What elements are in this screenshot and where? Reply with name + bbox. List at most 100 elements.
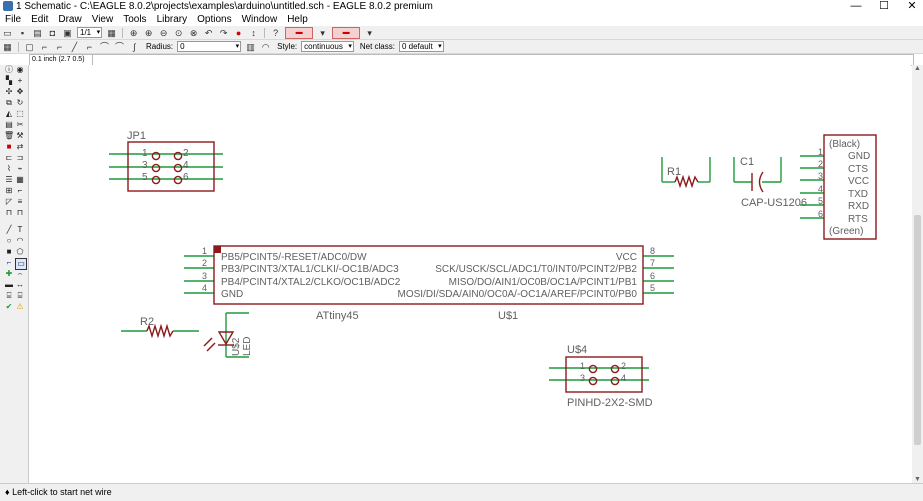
open-icon[interactable]: ▭ [3, 27, 12, 38]
optimize-icon[interactable]: ≡ [17, 197, 23, 206]
design-link-icon[interactable]: ▬ [285, 26, 314, 39]
help-icon[interactable]: ? [273, 27, 279, 38]
maximize-button[interactable]: ☐ [879, 0, 889, 12]
r2-component[interactable] [121, 323, 199, 339]
label-icon[interactable]: ⌢ [17, 269, 23, 278]
move-icon[interactable]: ✣ [5, 87, 13, 96]
netclass-select[interactable]: 0 default [398, 41, 444, 52]
schematic-canvas[interactable]: JP1 1 2 3 4 5 6 R1 C1 CAP-US1206 (Black)… [29, 65, 911, 483]
polygon-icon[interactable]: ⬠ [16, 247, 24, 256]
menu-help[interactable]: Help [287, 14, 308, 25]
smash-icon[interactable]: ⊞ [5, 186, 13, 195]
bus-icon[interactable]: ⌐ [6, 258, 12, 267]
name-icon[interactable]: ⌁ [17, 164, 23, 173]
menu-library[interactable]: Library [156, 14, 188, 25]
paste-icon[interactable]: ▤ [5, 120, 13, 129]
ftdi-component[interactable] [800, 134, 877, 240]
arc-icon[interactable]: ◠ [261, 41, 270, 52]
miter-icon[interactable]: ▥ [246, 41, 255, 52]
replace-icon[interactable]: ⇄ [16, 142, 24, 151]
circle-icon[interactable]: ○ [6, 236, 12, 245]
info-icon[interactable]: ⓘ [5, 65, 13, 74]
grid-icon[interactable]: ▦ [3, 41, 12, 52]
scroll-up-icon[interactable]: ▲ [914, 65, 921, 72]
erc-icon[interactable]: ⊓ [16, 208, 24, 217]
u4-component[interactable] [549, 356, 649, 393]
style-select[interactable]: continuous [301, 41, 354, 52]
board-icon[interactable]: ▣ [63, 27, 72, 38]
zoom-redraw-icon[interactable]: ⊙ [174, 27, 183, 38]
attiny45-component[interactable] [184, 245, 674, 305]
copy-icon[interactable]: ⧉ [6, 98, 12, 107]
print-icon[interactable]: ▤ [33, 27, 42, 38]
pin-swap-icon[interactable]: ⊐ [16, 153, 24, 162]
zoom-fit-icon[interactable]: ⊕ [129, 27, 138, 38]
arc-tool-icon[interactable]: ◠ [16, 236, 24, 245]
display-icon[interactable]: ▚ [5, 76, 13, 85]
rect-icon[interactable]: ■ [6, 247, 12, 256]
bend-5-icon[interactable]: ⌒ [99, 41, 109, 52]
dimension-icon[interactable]: ↔ [16, 280, 24, 289]
split-icon[interactable]: ⌇ [7, 164, 11, 173]
vertical-scrollbar[interactable]: ▲ ▼ [912, 65, 923, 483]
menu-draw[interactable]: Draw [58, 14, 82, 25]
bend-2-icon[interactable]: ⌐ [56, 41, 63, 52]
junction-icon[interactable]: ✚ [5, 269, 13, 278]
delete-icon[interactable]: 🗑 [4, 131, 15, 140]
scroll-thumb[interactable] [914, 215, 921, 445]
attribute-icon[interactable]: ▬ [5, 280, 13, 289]
text-icon[interactable]: T [17, 225, 23, 234]
invoke-icon[interactable]: ☰ [5, 175, 13, 184]
gate-swap-icon[interactable]: ⊏ [5, 153, 13, 162]
menu-options[interactable]: Options [197, 14, 232, 25]
bend-7-icon[interactable]: ∫ [133, 41, 136, 52]
script-icon[interactable]: ▦ [107, 27, 116, 38]
fusion-icon[interactable]: ▬ [332, 26, 361, 39]
add-icon[interactable]: ■ [6, 142, 12, 151]
cut-icon[interactable]: ✂ [16, 120, 24, 129]
menu-edit[interactable]: Edit [31, 14, 49, 25]
change-icon[interactable]: ⌐ [17, 186, 23, 195]
sheet-select[interactable]: 1/1 [77, 27, 103, 38]
menu-file[interactable]: File [5, 14, 22, 25]
value-icon[interactable]: ▦ [16, 175, 24, 184]
bend-1-icon[interactable]: ⌐ [41, 41, 48, 52]
close-button[interactable]: ✕ [907, 0, 917, 12]
bend-4-icon[interactable]: ⌐ [86, 41, 93, 52]
zoom-select-icon[interactable]: ⊗ [189, 27, 198, 38]
jp1-component[interactable] [109, 141, 223, 192]
radius-select[interactable]: 0 [177, 41, 242, 52]
save-icon[interactable]: ▪ [20, 27, 25, 38]
c1-component[interactable] [733, 157, 782, 193]
zoom-out-icon[interactable]: ⊖ [159, 27, 168, 38]
group-icon[interactable]: ⬚ [16, 109, 24, 118]
mark-icon[interactable]: + [17, 76, 23, 85]
move-arrows-icon[interactable]: ✥ [16, 87, 24, 96]
bend-0-icon[interactable]: ▢ [25, 41, 34, 52]
erc-check-icon[interactable]: ✔ [5, 302, 13, 311]
scroll-down-icon[interactable]: ▼ [914, 476, 921, 483]
cam-icon[interactable]: ◘ [49, 27, 56, 38]
stop-icon[interactable]: ● [235, 27, 242, 38]
go-icon[interactable]: ↕ [251, 27, 256, 38]
net-icon[interactable]: ▭ [15, 258, 27, 270]
warning-icon[interactable]: ⚠ [16, 302, 24, 311]
bend-3-icon[interactable]: ╱ [71, 41, 78, 52]
led-component[interactable] [203, 312, 249, 358]
bend-6-icon[interactable]: ⌒ [114, 41, 124, 52]
show-icon[interactable]: ◉ [16, 65, 24, 74]
minimize-button[interactable]: — [850, 0, 862, 12]
zoom-in-icon[interactable]: ⊕ [144, 27, 153, 38]
dropdown-arrow-icon[interactable]: ▾ [320, 27, 325, 38]
mirror-icon[interactable]: ◭ [5, 109, 13, 118]
menu-tools[interactable]: Tools [123, 14, 147, 25]
dropdown-arrow-icon[interactable]: ▾ [367, 27, 372, 38]
module-icon[interactable]: ⌸ [17, 291, 23, 300]
rotate-icon[interactable]: ↻ [16, 98, 24, 107]
split-tool-icon[interactable]: ⊓ [5, 208, 13, 217]
frame-icon[interactable]: ⌸ [6, 291, 12, 300]
redo-icon[interactable]: ↷ [219, 27, 228, 38]
undo-icon[interactable]: ↶ [204, 27, 213, 38]
r1-component[interactable] [661, 157, 711, 189]
menu-view[interactable]: View [91, 14, 114, 25]
